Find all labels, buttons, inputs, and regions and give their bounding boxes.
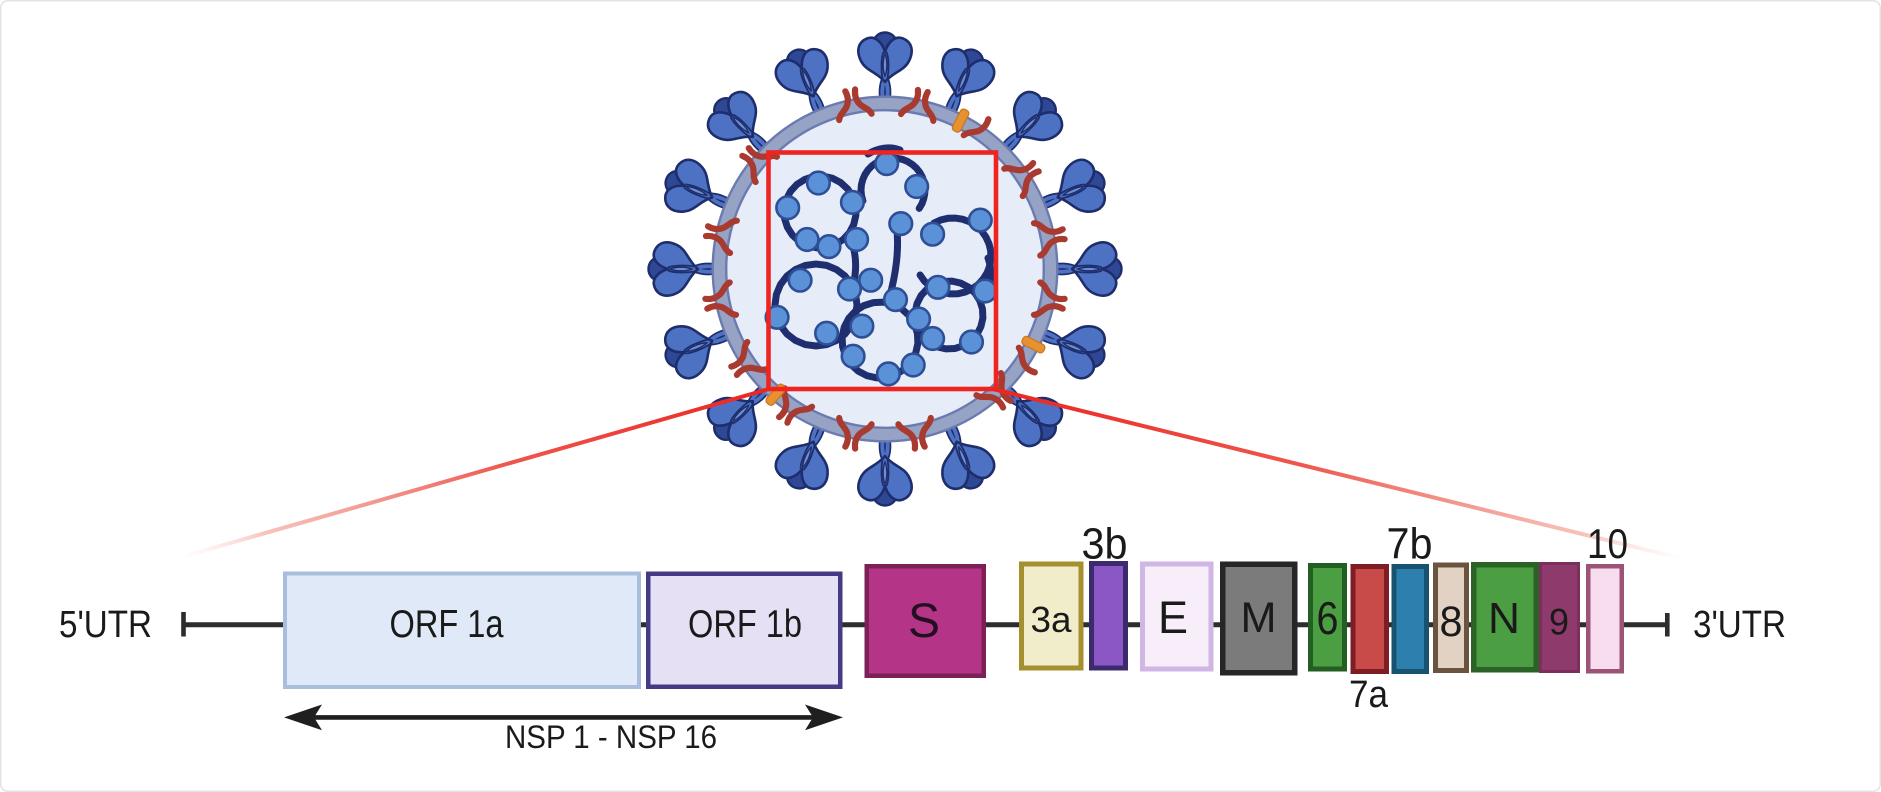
svg-text:3'UTR: 3'UTR xyxy=(1693,604,1786,646)
svg-text:NSP 1 - NSP 16: NSP 1 - NSP 16 xyxy=(505,719,717,755)
svg-text:9: 9 xyxy=(1549,602,1569,643)
svg-text:M: M xyxy=(1241,594,1277,642)
svg-text:3a: 3a xyxy=(1031,599,1073,640)
svg-text:8: 8 xyxy=(1440,598,1463,646)
svg-text:N: N xyxy=(1488,594,1520,643)
svg-text:S: S xyxy=(908,595,939,648)
svg-text:7b: 7b xyxy=(1387,520,1433,569)
svg-text:3b: 3b xyxy=(1082,520,1128,569)
svg-text:10: 10 xyxy=(1587,520,1628,567)
svg-text:ORF 1b: ORF 1b xyxy=(688,603,802,646)
svg-text:7a: 7a xyxy=(1349,674,1389,716)
svg-text:ORF 1a: ORF 1a xyxy=(390,603,504,646)
svg-text:6: 6 xyxy=(1317,592,1339,644)
svg-text:5'UTR: 5'UTR xyxy=(59,604,152,646)
svg-text:E: E xyxy=(1158,592,1188,643)
